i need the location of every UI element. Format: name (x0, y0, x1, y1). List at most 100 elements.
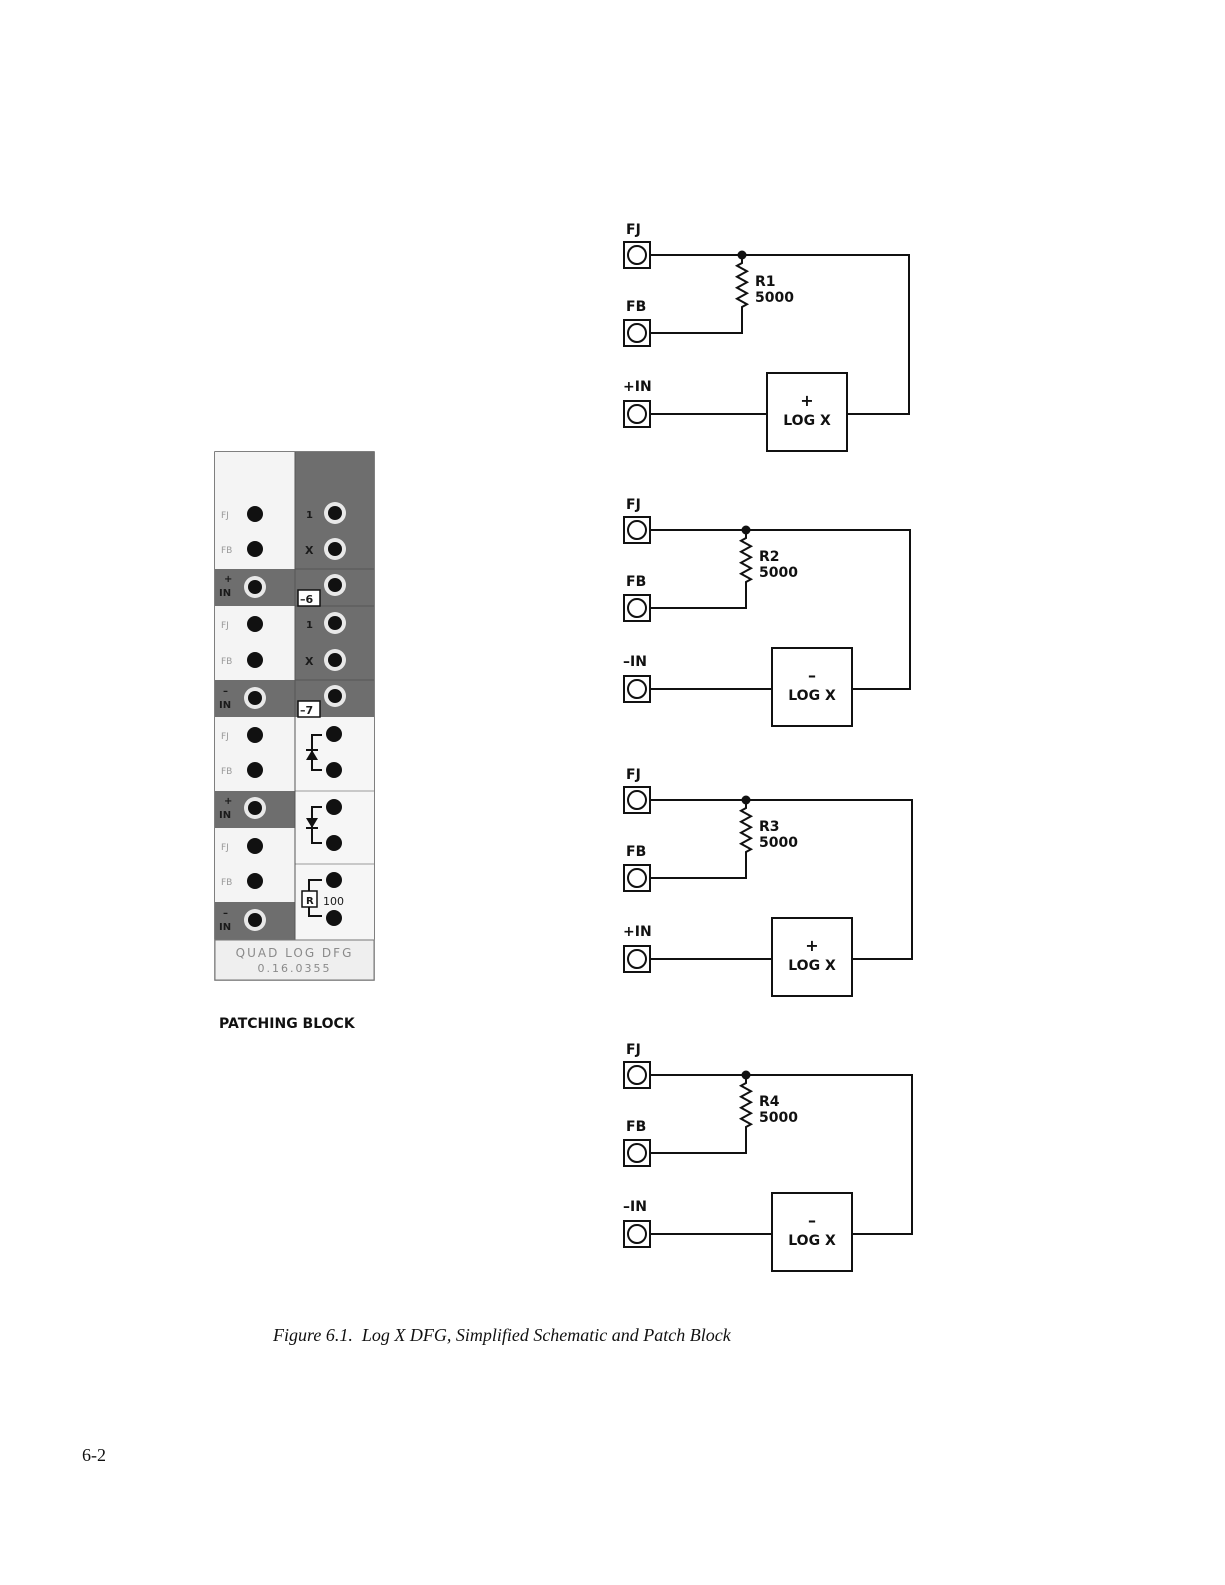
fj-label: FJ (626, 1042, 641, 1058)
in-label: +IN (623, 379, 652, 395)
fb-label: FB (626, 1119, 646, 1135)
hole-plus-in (248, 580, 262, 594)
resistor-name: R1 (755, 274, 776, 290)
pb-label-1: 1 (306, 620, 313, 631)
hole-diode (326, 835, 342, 851)
log-x-label: LOG X (788, 958, 836, 974)
tag-6-label: –6 (300, 593, 314, 606)
hole-diode (326, 762, 342, 778)
hole-x (328, 653, 342, 667)
resistor-symbol (650, 530, 751, 608)
hole-6 (328, 578, 342, 592)
resistor-r-label: R (306, 896, 314, 907)
out-wire (852, 686, 910, 689)
hole-fb (247, 873, 263, 889)
log-x-box (772, 648, 852, 726)
page-number: 6-2 (82, 1445, 106, 1465)
resistor-symbol (650, 1075, 751, 1153)
fj-label: FJ (626, 497, 641, 513)
resistor-name: R3 (759, 819, 780, 835)
fb-label: FB (626, 574, 646, 590)
hole-7 (328, 689, 342, 703)
pb-label-fj: FJ (221, 621, 229, 631)
out-wire (847, 411, 909, 414)
hole-plus-in (248, 801, 262, 815)
hole-fj (247, 616, 263, 632)
hole-fj (247, 506, 263, 522)
hole-fb (247, 762, 263, 778)
pb-label-plus: + (224, 574, 232, 585)
fb-label: FB (626, 844, 646, 860)
pb-label-in: IN (219, 922, 231, 933)
hole-resistor (326, 872, 342, 888)
resistor-name: R4 (759, 1094, 780, 1110)
pb-label-fj: FJ (221, 511, 229, 521)
hole-fb (247, 541, 263, 557)
hole-fj (247, 838, 263, 854)
in-label: –IN (623, 654, 647, 670)
hole-fb (247, 652, 263, 668)
log-x-sign: + (800, 391, 813, 410)
log-x-box (767, 373, 847, 451)
hole-diode (326, 726, 342, 742)
fj-label: FJ (626, 767, 641, 783)
resistor-symbol (650, 255, 747, 333)
pb-label-1: 1 (306, 510, 313, 521)
hole-resistor (326, 910, 342, 926)
resistor-value: 5000 (759, 1110, 798, 1126)
out-wire (852, 956, 912, 959)
footer-part-number: 0.16.0355 (258, 962, 332, 975)
pb-label-fb: FB (221, 657, 232, 667)
resistor-value: 5000 (759, 565, 798, 581)
log-x-sign: – (808, 1211, 816, 1230)
pb-label-fj: FJ (221, 732, 229, 742)
patching-block-title: PATCHING BLOCK (219, 1016, 356, 1032)
pb-label-minus: – (223, 908, 228, 919)
pb-label-fb: FB (221, 878, 232, 888)
resistor-name: R2 (759, 549, 780, 565)
log-x-sign: + (805, 936, 818, 955)
log-x-sign: – (808, 666, 816, 685)
hole-minus-in (248, 691, 262, 705)
in-label: +IN (623, 924, 652, 940)
log-x-label: LOG X (788, 1233, 836, 1249)
pb-label-in: IN (219, 588, 231, 599)
pb-label-plus: + (224, 796, 232, 807)
pb-label-fj: FJ (221, 843, 229, 853)
fj-label: FJ (626, 222, 641, 238)
out-wire (852, 1231, 912, 1234)
hole-x (328, 542, 342, 556)
resistor-value-label: 100 (323, 895, 344, 908)
pb-label-fb: FB (221, 767, 232, 777)
hole-1 (328, 616, 342, 630)
hole-diode (326, 799, 342, 815)
log-x-label: LOG X (783, 413, 831, 429)
patching-block: QUAD LOG DFG 0.16.0355 FJ FB + IN FJ FB … (215, 452, 374, 980)
hole-fj (247, 727, 263, 743)
log-x-label: LOG X (788, 688, 836, 704)
in-label: –IN (623, 1199, 647, 1215)
pb-label-fb: FB (221, 546, 232, 556)
pb-label-x: X (305, 655, 314, 668)
pb-label-in: IN (219, 810, 231, 821)
fb-label: FB (626, 299, 646, 315)
log-x-box (772, 918, 852, 996)
resistor-value: 5000 (755, 290, 794, 306)
hole-minus-in (248, 913, 262, 927)
hole-1 (328, 506, 342, 520)
pb-label-minus: – (223, 686, 228, 697)
schematic-unit: FJ FB +IN R15000 + LOG X (623, 222, 909, 451)
pb-label-in: IN (219, 700, 231, 711)
resistor-symbol (650, 800, 751, 878)
resistor-value: 5000 (759, 835, 798, 851)
log-x-box (772, 1193, 852, 1271)
pb-label-x: X (305, 544, 314, 557)
tag-7-label: –7 (300, 704, 313, 717)
figure-caption: Figure 6.1. Log X DFG, Simplified Schema… (272, 1325, 732, 1345)
footer-model: QUAD LOG DFG (236, 946, 354, 960)
